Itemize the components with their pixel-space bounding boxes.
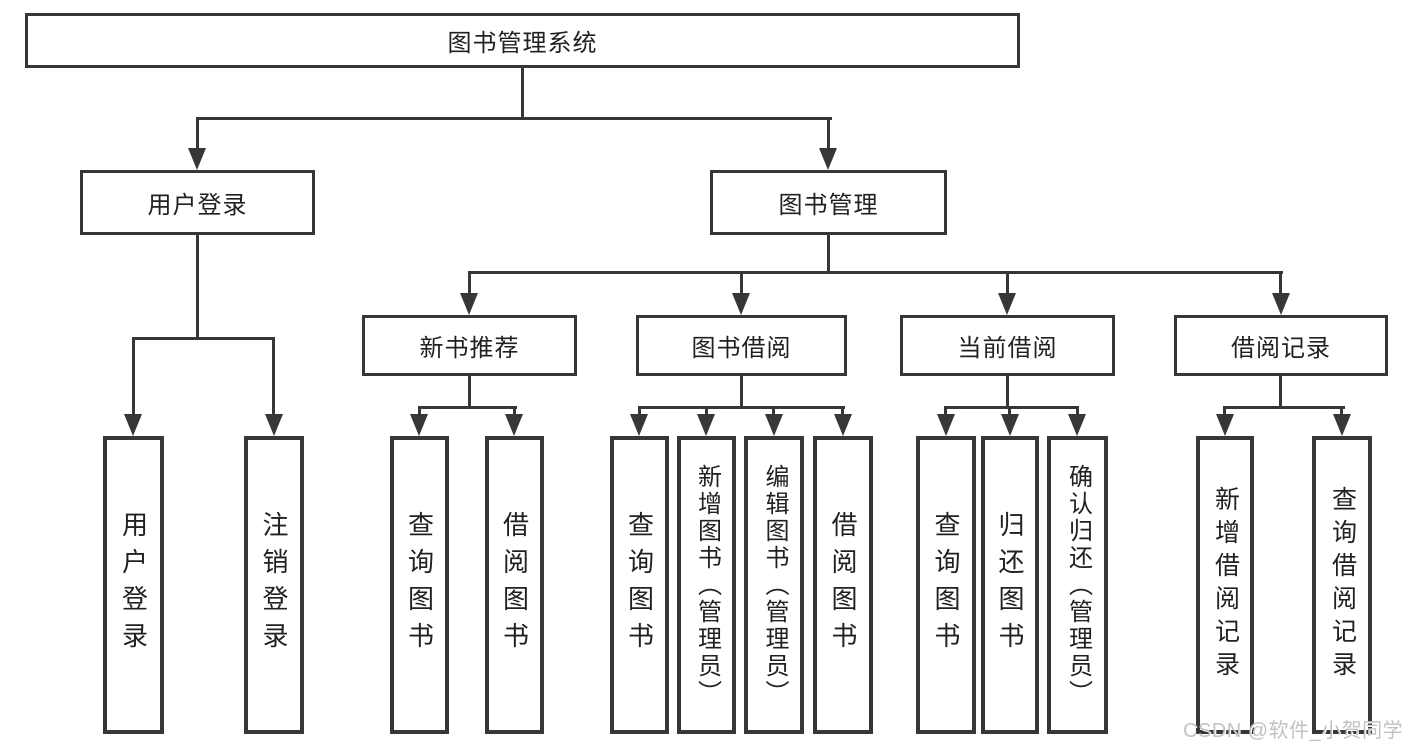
node-current-borrow-label: 当前借阅 xyxy=(957,335,1058,362)
node-borrow-records: 借阅记录 xyxy=(1174,315,1388,376)
arrowhead-book-borrow-icon xyxy=(732,293,750,315)
node-new-book-recommend-label: 新书推荐 xyxy=(419,335,520,362)
node-root-label: 图书管理系统 xyxy=(447,30,598,57)
leaf-current-return-books: 归还图书 xyxy=(981,436,1039,734)
arrowhead-cb-leaf3-icon xyxy=(1068,414,1086,436)
connector-current-borrow-stem xyxy=(1006,271,1009,295)
leaf-borrow-query-books-label: 查询图书 xyxy=(624,511,655,659)
arrowhead-bb-leaf1-icon xyxy=(630,414,648,436)
connector-nb-leaf1-stem xyxy=(418,406,421,416)
arrowhead-br-leaf2-icon xyxy=(1333,414,1351,436)
arrowhead-nb-leaf1-icon xyxy=(410,414,428,436)
connector-root-drop xyxy=(521,68,524,118)
leaf-current-query-books-label: 查询图书 xyxy=(931,511,961,659)
connector-bb-leaf2-stem xyxy=(705,406,708,416)
node-new-book-recommend: 新书推荐 xyxy=(362,315,577,376)
leaf-current-confirm-return-admin-label: 确认归还（管理员） xyxy=(1064,463,1092,707)
connector-nb-leaf2-stem xyxy=(513,406,516,416)
arrowhead-user-login-icon xyxy=(188,148,206,170)
connector-new-book-drop xyxy=(468,376,471,408)
leaf-logout-label: 注销登录 xyxy=(259,511,289,659)
connector-borrow-records-bar xyxy=(1224,406,1345,409)
connector-br-leaf1-stem xyxy=(1223,406,1226,416)
leaf-current-confirm-return-admin: 确认归还（管理员） xyxy=(1047,436,1108,734)
leaf-borrow-add-books-admin-label: 新增图书（管理员） xyxy=(693,463,721,707)
arrowhead-borrow-records-icon xyxy=(1272,293,1290,315)
connector-book-management-drop xyxy=(827,235,830,274)
arrowhead-nb-leaf2-icon xyxy=(505,414,523,436)
leaf-borrow-borrow-books: 借阅图书 xyxy=(813,436,873,734)
connector-cb-leaf3-stem xyxy=(1076,406,1079,416)
connector-bb-leaf3-stem xyxy=(772,406,775,416)
leaf-records-query-record-label: 查询借阅记录 xyxy=(1328,486,1357,684)
connector-new-book-stem xyxy=(468,271,471,295)
node-user-login: 用户登录 xyxy=(80,170,315,235)
leaf-records-add-record: 新增借阅记录 xyxy=(1196,436,1254,734)
arrowhead-bb-leaf2-icon xyxy=(697,414,715,436)
node-book-management: 图书管理 xyxy=(710,170,947,235)
connector-current-borrow-bar xyxy=(945,406,1079,409)
connector-user-login-drop xyxy=(196,235,199,339)
connector-bb-leaf4-stem xyxy=(841,406,844,416)
leaf-user-login: 用户登录 xyxy=(103,436,164,734)
connector-current-borrow-drop xyxy=(1006,376,1009,408)
connector-br-leaf2-stem xyxy=(1340,406,1343,416)
arrowhead-leaf-logout-icon xyxy=(265,414,283,436)
arrowhead-book-management-icon xyxy=(819,148,837,170)
node-current-borrow: 当前借阅 xyxy=(900,315,1115,376)
connector-leaf-user-login-stem xyxy=(132,337,135,415)
connector-book-borrow-stem xyxy=(740,271,743,295)
leaf-recommend-query-books: 查询图书 xyxy=(390,436,449,734)
connector-borrow-records-stem xyxy=(1279,271,1282,295)
leaf-current-return-books-label: 归还图书 xyxy=(995,511,1025,659)
connector-cb-leaf2-stem xyxy=(1008,406,1011,416)
leaf-logout: 注销登录 xyxy=(244,436,304,734)
connector-leaf-logout-stem xyxy=(272,337,275,415)
connector-book-borrow-drop xyxy=(740,376,743,408)
connector-bb-leaf1-stem xyxy=(638,406,641,416)
csdn-watermark: CSDN @软件_小贺同学 xyxy=(1183,720,1404,742)
connector-user-login-bar xyxy=(132,337,274,340)
leaf-borrow-edit-books-admin: 编辑图书（管理员） xyxy=(744,436,804,734)
leaf-recommend-borrow-books: 借阅图书 xyxy=(485,436,544,734)
connector-level3-bar xyxy=(469,271,1283,274)
leaf-recommend-borrow-books-label: 借阅图书 xyxy=(499,511,530,659)
arrowhead-current-borrow-icon xyxy=(998,293,1016,315)
connector-book-borrow-bar xyxy=(638,406,845,409)
arrowhead-br-leaf1-icon xyxy=(1216,414,1234,436)
node-book-borrow: 图书借阅 xyxy=(636,315,847,376)
node-book-management-label: 图书管理 xyxy=(778,192,879,219)
connector-cb-leaf1-stem xyxy=(944,406,947,416)
connector-book-management-stem xyxy=(827,117,830,149)
leaf-borrow-edit-books-admin-label: 编辑图书（管理员） xyxy=(761,463,788,707)
arrowhead-new-book-icon xyxy=(460,293,478,315)
leaf-user-login-label: 用户登录 xyxy=(118,511,149,659)
leaf-records-query-record: 查询借阅记录 xyxy=(1312,436,1372,734)
arrowhead-bb-leaf3-icon xyxy=(765,414,783,436)
connector-borrow-records-drop xyxy=(1279,376,1282,408)
arrowhead-cb-leaf2-icon xyxy=(1001,414,1019,436)
leaf-borrow-query-books: 查询图书 xyxy=(610,436,669,734)
node-book-borrow-label: 图书借阅 xyxy=(691,335,792,362)
arrowhead-leaf-user-login-icon xyxy=(124,414,142,436)
connector-new-book-bar xyxy=(418,406,517,409)
arrowhead-bb-leaf4-icon xyxy=(834,414,852,436)
arrowhead-cb-leaf1-icon xyxy=(937,414,955,436)
leaf-borrow-borrow-books-label: 借阅图书 xyxy=(828,511,858,659)
leaf-recommend-query-books-label: 查询图书 xyxy=(404,511,435,659)
leaf-borrow-add-books-admin: 新增图书（管理员） xyxy=(677,436,736,734)
connector-user-login-stem xyxy=(196,117,199,149)
node-borrow-records-label: 借阅记录 xyxy=(1231,335,1331,362)
connector-level2-bar xyxy=(196,117,832,120)
leaf-current-query-books: 查询图书 xyxy=(916,436,976,734)
node-root: 图书管理系统 xyxy=(25,13,1020,68)
node-user-login-label: 用户登录 xyxy=(147,192,248,219)
leaf-records-add-record-label: 新增借阅记录 xyxy=(1211,486,1240,684)
